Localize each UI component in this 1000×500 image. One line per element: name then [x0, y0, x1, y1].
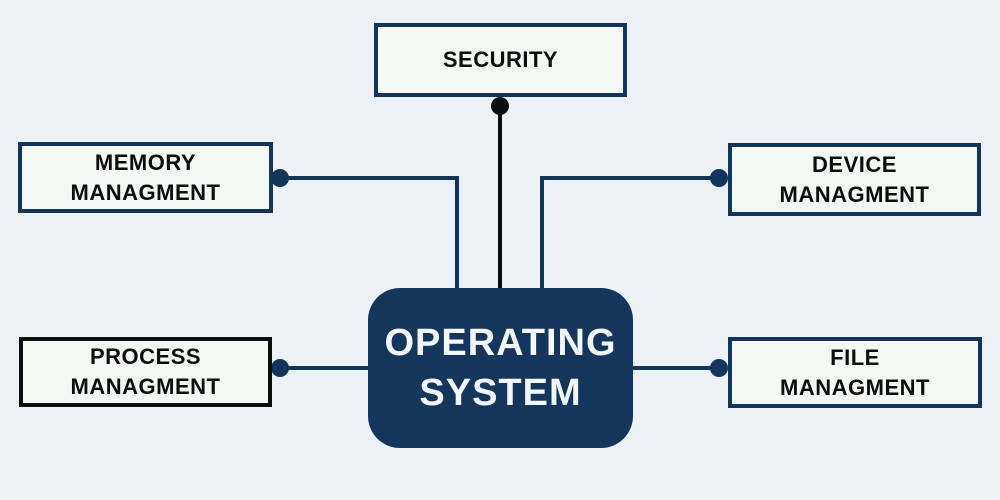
node-memory-label-line2: MANAGMENT [70, 179, 221, 205]
node-security: SECURITY [374, 23, 627, 97]
connector-dot-security [491, 97, 509, 115]
node-process-managment: PROCESS MANAGMENT [19, 337, 272, 407]
connector-dot-device [710, 169, 728, 187]
connector-dot-process [271, 359, 289, 377]
node-device-label-line2: MANAGMENT [779, 181, 930, 207]
node-security-label: SECURITY [442, 47, 559, 72]
node-memory-managment: MEMORY MANAGMENT [18, 142, 273, 213]
node-file-label-line1: FILE [830, 344, 880, 370]
connector-memory-to-center [280, 176, 459, 292]
node-memory-label-line1: MEMORY [94, 149, 197, 175]
node-file-managment: FILE MANAGMENT [728, 337, 982, 408]
node-process-label-line1: PROCESS [89, 344, 202, 369]
connector-dot-memory [271, 169, 289, 187]
node-device-managment: DEVICE MANAGMENT [728, 143, 981, 216]
connector-device-to-center [540, 176, 719, 292]
node-center-label-line1: OPERATING [384, 322, 617, 364]
node-file-label-line2: MANAGMENT [780, 374, 930, 400]
connector-dot-file [710, 359, 728, 377]
node-center-label-line2: SYSTEM [419, 372, 582, 414]
node-process-label-line2: MANAGMENT [70, 374, 221, 399]
node-device-label-line1: DEVICE [812, 151, 897, 177]
node-operating-system: OPERATING SYSTEM [368, 288, 633, 448]
